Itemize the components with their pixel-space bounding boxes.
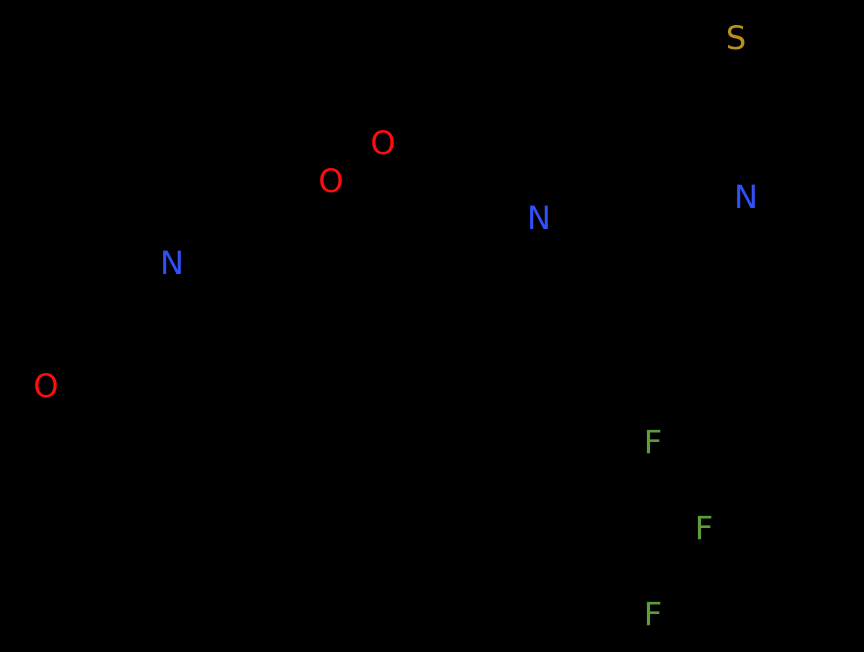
atom-fluorine: F bbox=[694, 509, 714, 547]
atom-nitrogen: N bbox=[734, 178, 758, 216]
atom-fluorine: F bbox=[643, 595, 663, 633]
atom-nitrogen: N bbox=[160, 244, 184, 282]
atom-oxygen: O bbox=[370, 124, 396, 162]
atom-oxygen: O bbox=[318, 162, 344, 200]
atom-oxygen: O bbox=[33, 367, 59, 405]
atom-nitrogen: N bbox=[527, 199, 551, 237]
atom-fluorine: F bbox=[643, 423, 663, 461]
atom-sulfur: S bbox=[725, 19, 747, 57]
